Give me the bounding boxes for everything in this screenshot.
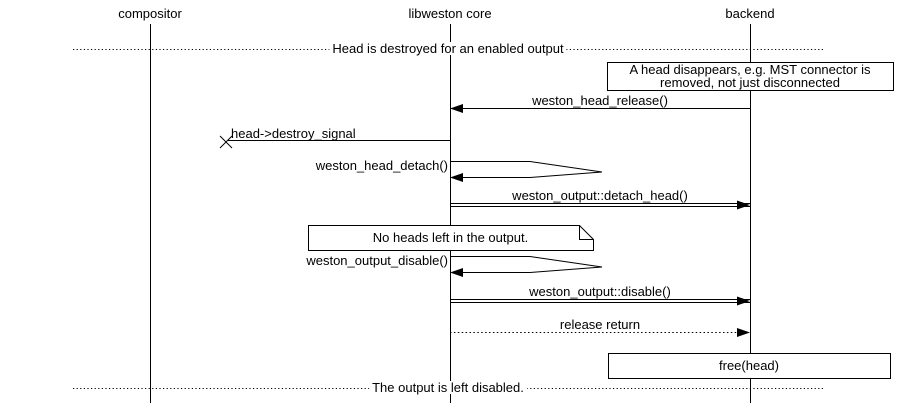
note-no-heads-left: No heads left in the output.: [308, 225, 593, 250]
message-label-weston-output-disable: weston_output_disable(): [306, 253, 448, 268]
note-text-line: A head disappears, e.g. MST connector is: [629, 62, 871, 77]
arrowhead-right: [737, 328, 750, 337]
entity-label-compositor: compositor: [118, 6, 182, 21]
message-label-weston-output-disable-virtual: weston_output::disable(): [529, 284, 671, 299]
divider-label-output-disabled: The output is left disabled.: [369, 381, 527, 394]
arrowhead-left: [450, 104, 463, 113]
note-fold: [579, 225, 594, 240]
note-head-disappears: A head disappears, e.g. MST connector is…: [607, 62, 893, 90]
action-box-free-head: free(head): [608, 353, 890, 378]
message-label-weston-output-detach-head: weston_output::detach_head(): [512, 188, 688, 203]
note-text-line: No heads left in the output.: [372, 230, 529, 245]
message-label-release-return: release return: [559, 317, 641, 332]
arrowhead-left: [450, 173, 463, 182]
entity-label-backend: backend: [725, 6, 775, 21]
divider-label-head-destroyed: Head is destroyed for an enabled output: [329, 42, 567, 55]
self-loop-out: [450, 256, 603, 268]
lost-cross: [219, 135, 233, 149]
message-label-weston-head-release: weston_head_release(): [532, 93, 668, 108]
arrowhead-left: [450, 268, 463, 277]
arrowhead-right: [737, 200, 750, 210]
message-label-weston-head-detach: weston_head_detach(): [315, 158, 448, 173]
self-loop-back: [462, 266, 603, 273]
message-label-head-destroy-signal: head->destroy_signal: [231, 126, 356, 141]
box-shape: [608, 353, 891, 379]
entity-label-libweston-core: libweston core: [408, 6, 492, 21]
note-shape: [308, 225, 594, 251]
box-shape: [607, 62, 894, 91]
self-loop-out: [450, 161, 603, 173]
self-loop-back: [462, 171, 603, 178]
note-text-line: free(head): [719, 358, 779, 373]
arrowhead-right: [737, 296, 750, 306]
note-text-line: removed, not just disconnected: [660, 75, 840, 90]
